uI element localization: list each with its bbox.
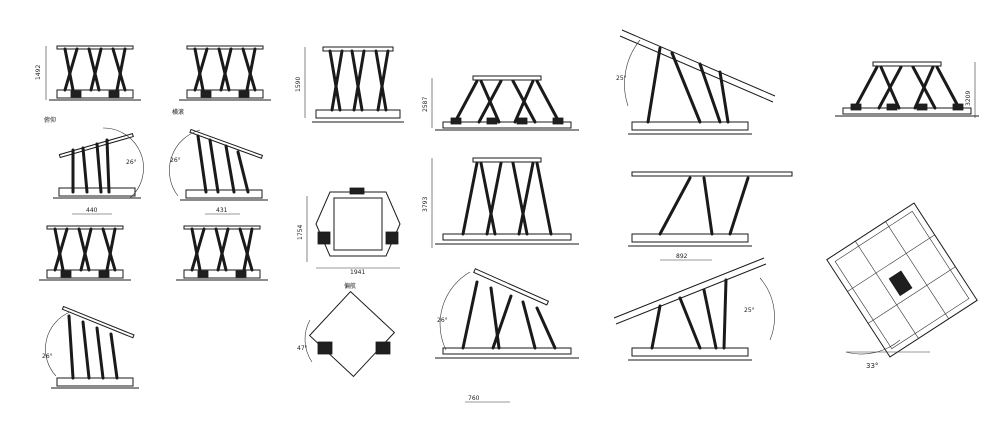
dim-top-depth: 1754 [297, 225, 304, 240]
dim-max-height: 3793 [422, 197, 429, 212]
dim-top-width: 1941 [350, 269, 365, 276]
angle-yaw: 47° [297, 345, 308, 352]
view-cabin-tilt: 33° [826, 202, 978, 370]
dim-offset: 760 [468, 395, 480, 402]
angle-roll-small: 26° [170, 157, 181, 164]
view-right-height: 3209 [833, 60, 981, 118]
view-tilt-bottom: 25° [613, 257, 775, 361]
angle-pitch-large: 26° [437, 317, 448, 324]
angle-pitch-small: 26° [126, 159, 137, 166]
dim-height-small: 1492 [35, 46, 47, 100]
view-max-height: 3793 [422, 157, 579, 248]
view-front-small [47, 44, 143, 102]
angle-yaw-small: 26° [42, 353, 53, 360]
angle-tilt-bottom: 25° [744, 307, 755, 314]
view-pitch-large: 26° 760 [435, 268, 579, 403]
view-yaw-middle: 偏航 47° [297, 282, 396, 378]
view-front-middle: 1590 [295, 46, 404, 123]
angle-tilt-top: 25° [616, 75, 627, 82]
label-roll: 横滚 [172, 108, 184, 116]
dim-front-height: 1590 [295, 77, 302, 92]
dim-translation: 892 [676, 253, 688, 260]
view-surge-small: 440 [37, 207, 133, 282]
label-pitch: 俯仰 [44, 116, 56, 124]
view-tilt-top: 25° [616, 29, 776, 135]
angle-cabin: 33° [866, 362, 878, 370]
view-top-middle: 1754 1941 [297, 187, 401, 276]
view-roll-small: 26° [169, 128, 268, 201]
view-pitch-small: 26° [53, 127, 144, 199]
dim-height-small-text: 1492 [35, 65, 42, 80]
view-heave-tilt-small: 26° [42, 305, 139, 389]
view-side-small [177, 44, 273, 102]
dim-right-height: 3209 [965, 91, 972, 106]
view-sway-small: 431 [174, 207, 270, 282]
view-mid-height: 2587 [422, 74, 581, 132]
label-yaw: 偏航 [344, 282, 356, 290]
dim-mid-height: 2587 [422, 97, 429, 112]
view-translation: 892 [628, 171, 793, 261]
dim-surge: 440 [86, 207, 98, 214]
dim-sway: 431 [216, 207, 228, 214]
